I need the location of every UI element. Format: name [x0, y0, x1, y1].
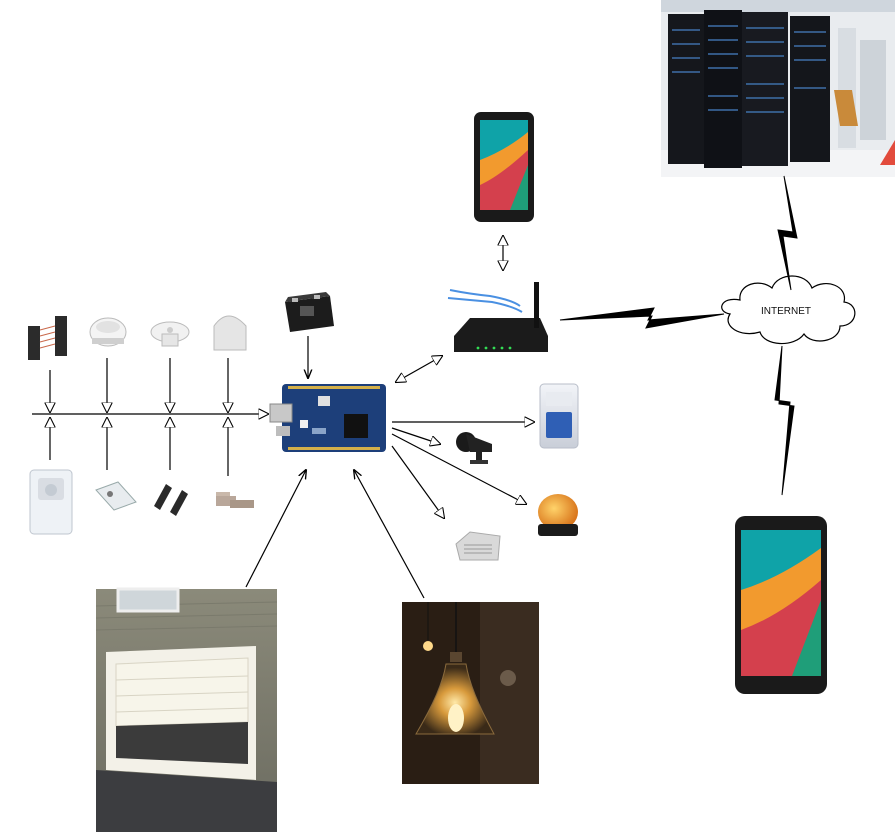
wireless-links [559, 175, 798, 496]
pendant-lamp-image [402, 602, 539, 784]
beam-sensor [28, 316, 67, 360]
battery [285, 292, 334, 332]
wifi-router [446, 274, 556, 372]
ceiling-pir-sensor [213, 315, 247, 351]
internet-label: INTERNET [761, 306, 811, 317]
speaker-box [455, 531, 501, 561]
router-board-link [396, 356, 442, 382]
lightning-link-router [559, 307, 725, 329]
pir-motion-sensor [29, 469, 73, 535]
door-contact-sensor [154, 484, 188, 516]
controller-board [269, 384, 386, 452]
lightning-link-servers [777, 175, 798, 291]
smartphone-top [474, 112, 534, 222]
glass-break-sensor [95, 481, 137, 511]
board-beacon-link [391, 433, 526, 504]
server-room-image [661, 0, 895, 177]
board-speaker-link [391, 445, 444, 518]
board-horn-link [391, 427, 440, 444]
magnetic-reed-switch [216, 492, 254, 508]
lightning-link-phone [774, 345, 795, 496]
wall-siren [539, 383, 579, 449]
lamp-board-link [354, 470, 425, 599]
heat-detector [150, 321, 190, 347]
alarm-horn [456, 432, 492, 464]
smoke-detector [89, 317, 127, 347]
warning-beacon [538, 494, 578, 536]
smartphone-remote [735, 516, 827, 694]
internet-cloud: INTERNET [721, 275, 856, 345]
garage-door-image [95, 587, 278, 832]
garage-board-link [245, 470, 306, 588]
output-links [245, 422, 534, 599]
sensor-bus [32, 358, 268, 476]
